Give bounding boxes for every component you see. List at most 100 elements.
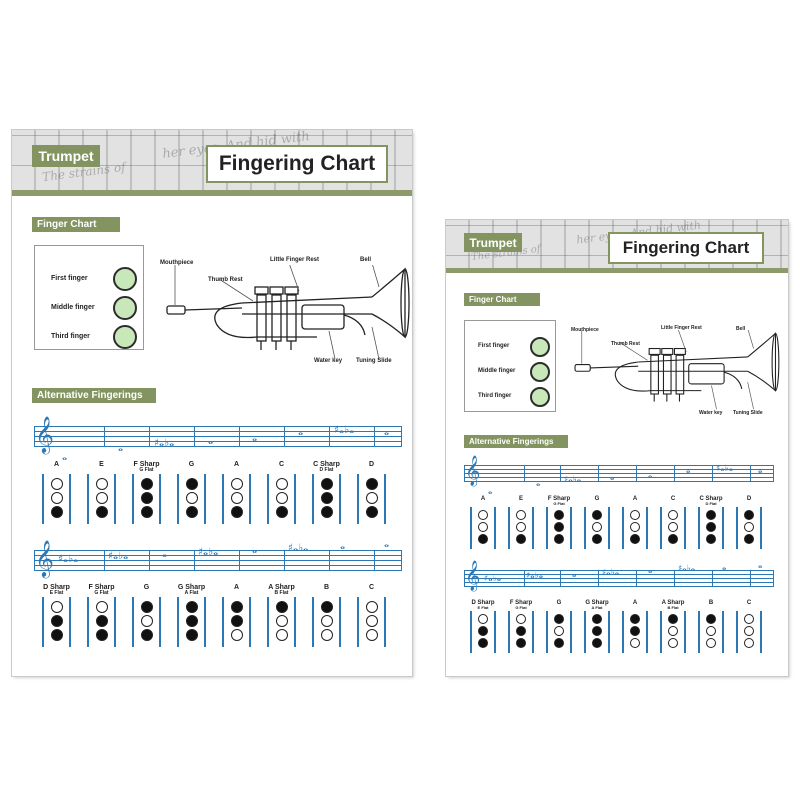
note-symbol: ♯𝅝♭𝅝 (154, 435, 175, 450)
note-alternate-name: A Flat (184, 590, 199, 597)
header-divider (12, 190, 412, 196)
bell-label: Bell (736, 326, 746, 332)
fingering-column: G (169, 461, 214, 525)
note-name: F Sharp (547, 496, 571, 502)
valve-diagram-border (646, 507, 648, 550)
valve-1-open-indicator (668, 510, 678, 521)
valve-diagram-border (357, 474, 359, 525)
finger-label: Middle finger (51, 304, 95, 311)
valve-diagram (654, 611, 692, 654)
valve-diagram-border (294, 474, 296, 525)
valve-diagram-border (177, 474, 179, 525)
valve-2-open-indicator (185, 492, 198, 505)
valve-diagram-border (69, 597, 71, 648)
treble-clef-icon: 𝄞 (465, 561, 481, 591)
valve-diagram (79, 474, 124, 525)
note-symbol: 𝅝 (758, 558, 763, 571)
valve-diagram-border (69, 474, 71, 525)
valve-diagram-border (532, 507, 534, 550)
note-name: A (53, 461, 60, 468)
valve-3-pressed-indicator (478, 534, 488, 545)
valve-diagram-border (660, 507, 662, 550)
valve-diagram-border (204, 474, 206, 525)
valve-2-open-indicator (744, 626, 754, 637)
valve-1-open-indicator (630, 510, 640, 521)
valve-diagram-border (508, 507, 510, 550)
note-symbol: ♯𝅝♭𝅝 (526, 568, 544, 581)
valve-diagram-border (698, 507, 700, 550)
valve-2-open-indicator (140, 615, 153, 628)
valve-diagram-border (646, 611, 648, 654)
valve-3-pressed-indicator (275, 506, 288, 519)
valve-diagram-border (608, 611, 610, 654)
valve-diagram (124, 597, 169, 648)
third-finger-circle (530, 387, 550, 407)
valve-diagram (616, 611, 654, 654)
valve-diagram-border (698, 611, 700, 654)
note-name: G (556, 600, 562, 606)
valve-3-pressed-indicator (95, 629, 108, 642)
valve-diagram-border (384, 597, 386, 648)
finger-label: First finger (478, 343, 510, 349)
valve-diagram (349, 597, 394, 648)
note-symbol: 𝅝 (298, 424, 304, 439)
valve-3-open-indicator (706, 638, 716, 649)
valve-1-pressed-indicator (185, 478, 198, 491)
note-symbol: ♯𝅝♭𝅝 (58, 551, 79, 566)
valve-diagram (464, 611, 502, 654)
valve-3-pressed-indicator (706, 534, 716, 545)
thumb-rest-label: Thumb Rest (611, 341, 640, 347)
valve-diagram (124, 474, 169, 525)
valve-diagram-border (622, 611, 624, 654)
valve-diagram (540, 507, 578, 550)
fingering-column: G (124, 584, 169, 648)
fingering-column: D (349, 461, 394, 525)
valve-3-pressed-indicator (630, 534, 640, 545)
valve-diagram (578, 611, 616, 654)
fingering-chart-poster-large: her eyes, And hid with The strains of Tr… (12, 130, 412, 676)
note-name: D Sharp (471, 600, 495, 606)
valve-diagram-border (42, 474, 44, 525)
chart-title: Fingering Chart (608, 232, 764, 264)
thumb-rest-label: Thumb Rest (208, 277, 243, 283)
little-finger-rest-label: Little Finger Rest (661, 325, 702, 331)
valve-1-pressed-indicator (275, 601, 288, 614)
treble-clef-icon: 𝄞 (35, 539, 54, 577)
note-alternate-name: G Flat (94, 590, 109, 597)
finger-label: First finger (51, 275, 88, 282)
valve-2-pressed-indicator (140, 492, 153, 505)
valve-diagram-border (159, 474, 161, 525)
fingering-column: A (616, 600, 654, 654)
note-name: A (233, 584, 240, 591)
valve-diagram-border (736, 507, 738, 550)
note-alternate-name: G Flat (515, 605, 527, 611)
valve-1-open-indicator (50, 478, 63, 491)
fingering-column: B (692, 600, 730, 654)
valve-2-open-indicator (230, 492, 243, 505)
note-symbol: ♯𝅝♭𝅝 (564, 472, 582, 485)
fingering-column: C (730, 600, 768, 654)
valve-diagram (692, 611, 730, 654)
valve-2-pressed-indicator (230, 615, 243, 628)
valve-2-open-indicator (275, 615, 288, 628)
note-alternate-name: E Flat (477, 605, 489, 611)
valve-2-open-indicator (592, 522, 602, 533)
valve-3-open-indicator (320, 629, 333, 642)
fingering-column: D (730, 496, 768, 550)
first-finger-circle (530, 337, 550, 357)
note-symbol: ♯𝅝♭𝅝 (108, 548, 129, 563)
valve-3-pressed-indicator (50, 629, 63, 642)
valve-1-pressed-indicator (554, 510, 564, 521)
valve-3-pressed-indicator (668, 534, 678, 545)
note-symbol: 𝅝 (536, 476, 541, 489)
valve-1-pressed-indicator (554, 614, 564, 625)
note-symbol: 𝅝 (252, 430, 258, 445)
staff-row-1: 𝄞 𝅝 𝅝 ♯𝅝♭𝅝 𝅝 𝅝 𝅝 ♯𝅝♭𝅝 𝅝 (464, 456, 774, 496)
valve-diagram-border (608, 507, 610, 550)
valve-2-pressed-indicator (592, 626, 602, 637)
